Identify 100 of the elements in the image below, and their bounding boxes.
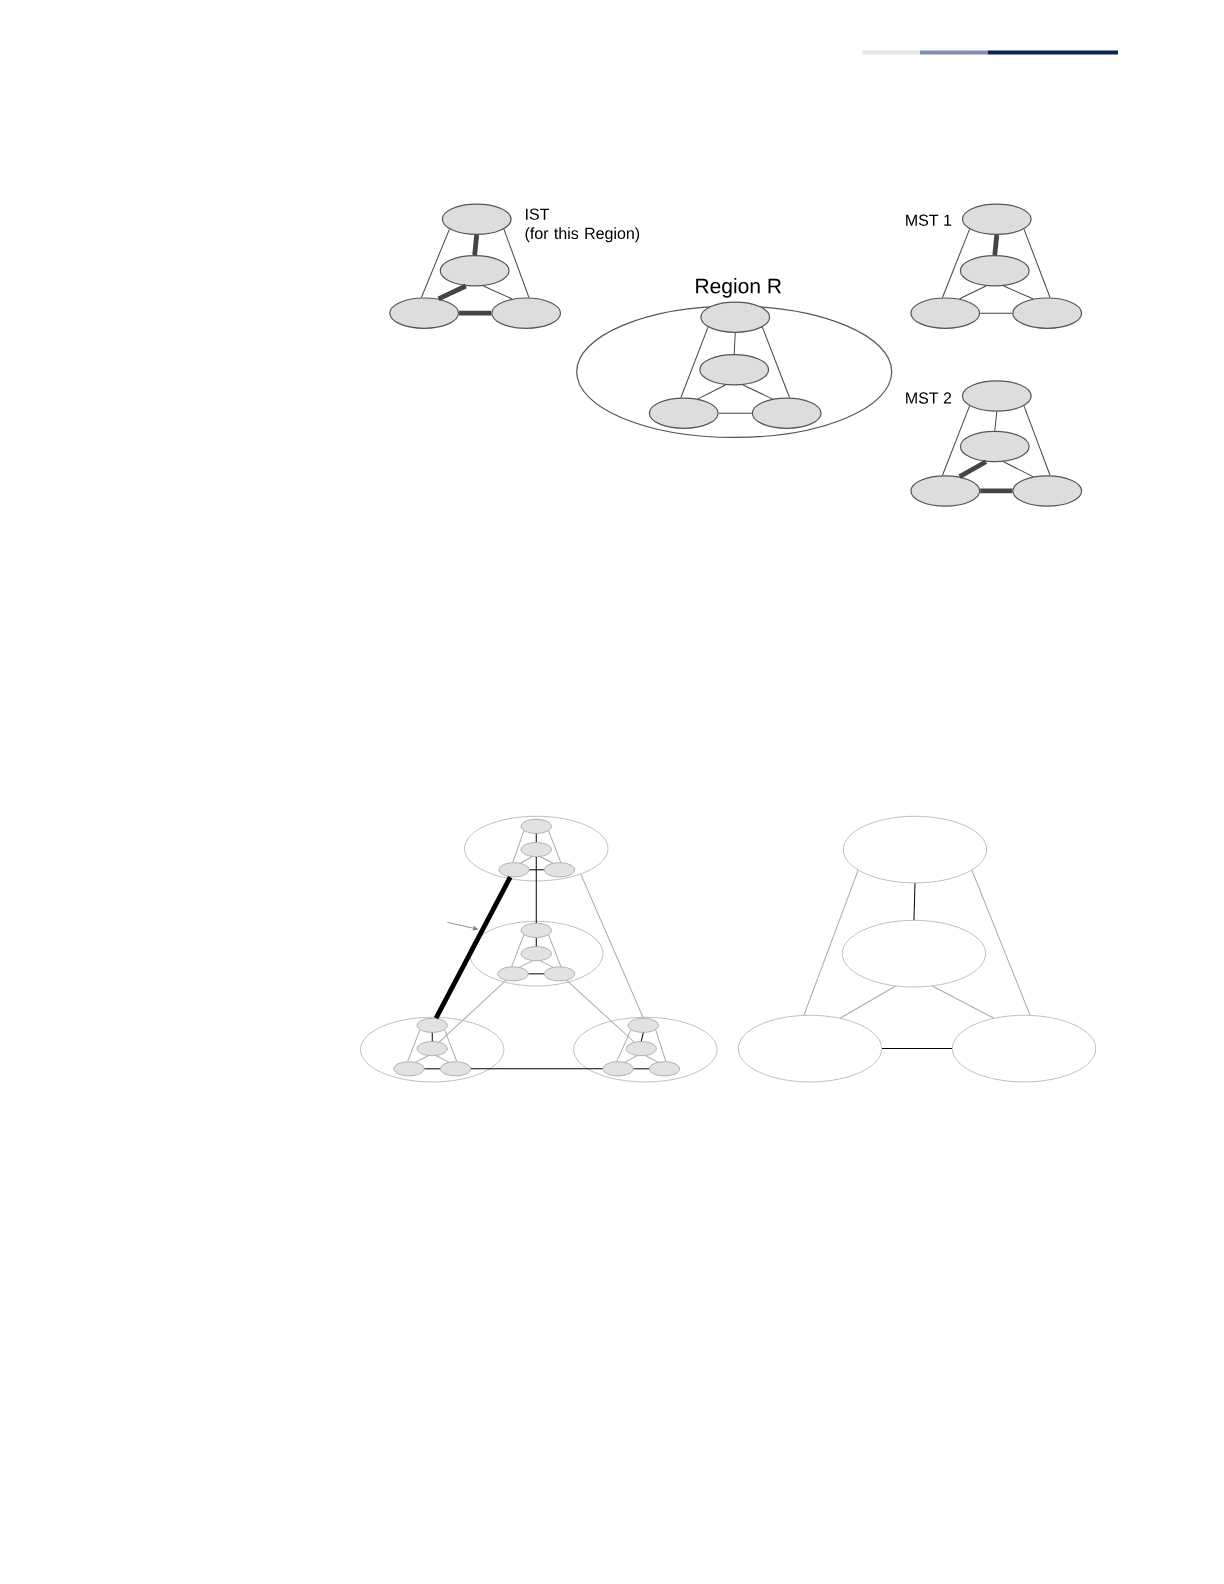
link-line xyxy=(435,1055,450,1063)
link-line xyxy=(407,1029,421,1062)
switch-node xyxy=(1012,297,1083,329)
switch-node xyxy=(737,1014,883,1083)
link-line xyxy=(519,960,533,968)
link-line xyxy=(437,283,467,301)
link-line xyxy=(420,228,450,298)
tree-label: MST 2 xyxy=(906,392,952,404)
link-line xyxy=(520,856,533,864)
link-line xyxy=(548,934,562,967)
link-line xyxy=(566,979,635,1043)
switch-node xyxy=(1012,475,1083,507)
link-line xyxy=(633,1068,650,1070)
link-line xyxy=(535,937,537,947)
switch-node xyxy=(520,842,552,858)
link-line xyxy=(881,1048,953,1050)
link-line xyxy=(459,310,492,316)
region-ellipse xyxy=(464,815,609,882)
switch-node xyxy=(439,255,510,287)
link-line xyxy=(433,875,513,1020)
switch-node xyxy=(959,430,1030,463)
link-line xyxy=(539,856,554,864)
link-line xyxy=(512,830,525,863)
link-line xyxy=(733,332,736,355)
link-line xyxy=(942,228,971,298)
switch-node xyxy=(842,815,988,884)
link-line xyxy=(482,285,513,300)
switch-node xyxy=(520,946,552,962)
link-line xyxy=(624,1055,638,1063)
link-line xyxy=(529,869,545,871)
link-line xyxy=(424,1068,441,1070)
switch-node xyxy=(543,862,576,878)
link-line xyxy=(640,1032,644,1042)
link-line xyxy=(644,1055,659,1063)
switch-node xyxy=(439,1061,471,1077)
link-line xyxy=(742,384,773,400)
link-line xyxy=(431,1032,433,1042)
link-line xyxy=(548,830,562,863)
link-line xyxy=(913,882,916,921)
switch-node xyxy=(699,354,770,386)
link-line xyxy=(680,326,709,398)
link-line xyxy=(971,869,1031,1016)
switch-node xyxy=(520,922,552,938)
link-line xyxy=(1023,405,1051,476)
link-line xyxy=(655,1029,667,1062)
link-line xyxy=(840,985,896,1019)
switch-node xyxy=(648,397,719,429)
link-line xyxy=(535,833,537,843)
link-line xyxy=(438,980,507,1043)
switch-node xyxy=(961,203,1032,235)
switch-node xyxy=(441,203,512,235)
link-line xyxy=(994,411,998,432)
node-label: Region R xyxy=(696,278,781,298)
link-line xyxy=(718,412,753,414)
link-line xyxy=(535,856,537,924)
switch-node xyxy=(393,1061,425,1077)
switch-node xyxy=(951,1014,1097,1083)
switch-node xyxy=(497,966,529,982)
link-line xyxy=(979,312,1013,314)
switch-node xyxy=(416,1041,448,1057)
link-line xyxy=(1003,285,1034,300)
switch-node xyxy=(389,297,460,329)
switch-node xyxy=(961,380,1032,412)
switch-node xyxy=(700,301,771,333)
link-line xyxy=(444,1029,458,1062)
switch-node xyxy=(959,255,1030,287)
link-line xyxy=(803,869,859,1016)
tree-label: MST 1 xyxy=(906,214,952,226)
switch-node xyxy=(648,1061,681,1077)
region-ellipse xyxy=(573,1016,718,1083)
link-line xyxy=(616,1029,632,1062)
link-line xyxy=(980,488,1013,494)
link-line xyxy=(415,1055,429,1063)
switch-node xyxy=(910,297,981,329)
switch-node xyxy=(841,919,987,988)
region-ellipse xyxy=(469,920,604,987)
link-line xyxy=(1023,228,1051,298)
switch-node xyxy=(491,297,562,329)
link-line xyxy=(580,873,644,1019)
switch-node xyxy=(520,818,552,834)
link-line xyxy=(959,285,987,300)
link-line xyxy=(472,234,480,256)
link-line xyxy=(503,228,530,298)
link-line xyxy=(470,1068,603,1070)
switch-node xyxy=(625,1041,657,1057)
switch-node xyxy=(627,1017,659,1033)
tree-label: IST (for this Region) xyxy=(525,208,640,243)
link-line xyxy=(932,985,994,1019)
link-line xyxy=(539,960,554,968)
link-line xyxy=(511,934,525,967)
switch-node xyxy=(498,862,530,878)
link-line xyxy=(1003,461,1034,478)
link-line xyxy=(942,405,971,476)
link-line xyxy=(528,973,545,975)
switch-node xyxy=(543,966,576,982)
link-line xyxy=(697,384,726,400)
region-ellipse xyxy=(360,1016,505,1083)
link-line xyxy=(761,326,790,398)
switch-node xyxy=(751,397,822,429)
switch-node xyxy=(416,1017,448,1033)
